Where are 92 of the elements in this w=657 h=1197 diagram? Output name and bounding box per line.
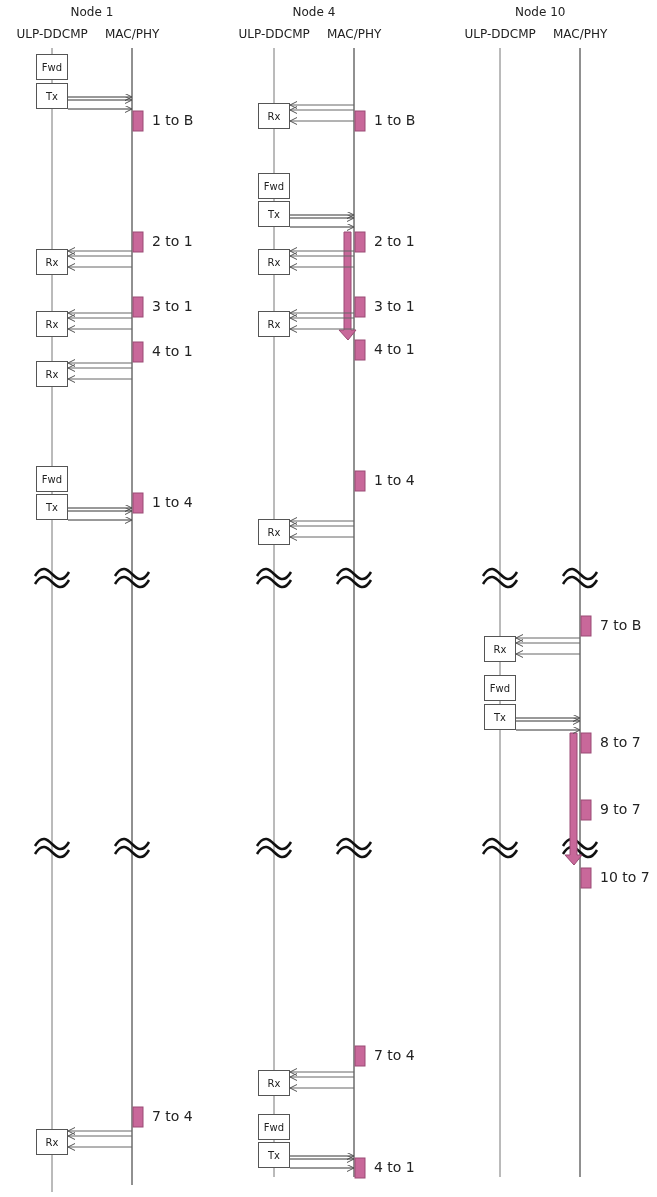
arrow xyxy=(289,101,355,109)
arrow xyxy=(289,1068,355,1076)
frame-label: 1 to B xyxy=(374,112,416,128)
process-box: Rx xyxy=(258,311,290,337)
arrow xyxy=(289,1155,355,1163)
arrow xyxy=(515,650,581,658)
arrow xyxy=(67,1143,133,1151)
process-box: Fwd xyxy=(258,1114,290,1140)
arrow xyxy=(289,522,355,530)
arrow xyxy=(289,223,355,231)
arrow xyxy=(67,1132,133,1140)
process-box: Rx xyxy=(484,636,516,662)
node-heading: Node 1 xyxy=(70,5,114,19)
arrow xyxy=(67,1127,133,1135)
arrow xyxy=(515,714,581,722)
arrow xyxy=(515,634,581,642)
arrow xyxy=(67,309,133,317)
process-box: Tx xyxy=(484,704,516,730)
arrow xyxy=(289,325,355,333)
frame-label: 1 to 4 xyxy=(374,472,415,488)
arrow xyxy=(67,105,133,113)
process-box: Rx xyxy=(258,103,290,129)
arrow xyxy=(289,117,355,125)
process-box: Rx xyxy=(258,1070,290,1096)
arrow xyxy=(67,504,133,512)
frame-label: 4 to 1 xyxy=(152,343,193,359)
lifeline xyxy=(499,47,501,1178)
process-box: Rx xyxy=(36,361,68,387)
arrow xyxy=(289,211,355,219)
arrow xyxy=(289,517,355,525)
arrow xyxy=(67,516,133,524)
process-box: Rx xyxy=(258,519,290,545)
node-heading: Node 4 xyxy=(292,5,336,19)
process-box: Tx xyxy=(36,494,68,520)
frame-label: 7 to 4 xyxy=(152,1108,193,1124)
process-box: Rx xyxy=(258,249,290,275)
arrow xyxy=(289,247,355,255)
arrow xyxy=(67,375,133,383)
arrow xyxy=(289,1152,355,1160)
process-box: Tx xyxy=(36,83,68,109)
arrow xyxy=(289,1073,355,1081)
arrow xyxy=(67,263,133,271)
arrow xyxy=(289,252,355,260)
frame-label: 10 to 7 xyxy=(600,869,650,885)
arrow xyxy=(289,1084,355,1092)
process-box: Rx xyxy=(36,249,68,275)
arrow xyxy=(289,214,355,222)
frame-label: 8 to 7 xyxy=(600,734,641,750)
layer-label: ULP-DDCMP xyxy=(238,27,310,41)
frame-label: 1 to B xyxy=(152,112,194,128)
arrow xyxy=(289,533,355,541)
arrow xyxy=(67,247,133,255)
arrow xyxy=(67,96,133,104)
process-box: Fwd xyxy=(36,466,68,492)
arrow xyxy=(289,1164,355,1172)
arrow xyxy=(67,364,133,372)
frame-label: 3 to 1 xyxy=(152,298,193,314)
process-box: Tx xyxy=(258,1142,290,1168)
process-box: Rx xyxy=(36,1129,68,1155)
arrow xyxy=(67,314,133,322)
frame-label: 2 to 1 xyxy=(374,233,415,249)
frame-label: 4 to 1 xyxy=(374,341,415,357)
process-box: Fwd xyxy=(258,173,290,199)
process-box: Tx xyxy=(258,201,290,227)
arrow xyxy=(67,325,133,333)
layer-label: ULP-DDCMP xyxy=(16,27,88,41)
arrow xyxy=(289,314,355,322)
arrow xyxy=(67,359,133,367)
lifeline xyxy=(579,47,581,1178)
frame-label: 2 to 1 xyxy=(152,233,193,249)
arrow xyxy=(67,93,133,101)
arrow xyxy=(67,252,133,260)
process-box: Fwd xyxy=(36,54,68,80)
process-box: Fwd xyxy=(484,675,516,701)
frame-label: 7 to 4 xyxy=(374,1047,415,1063)
frame-label: 4 to 1 xyxy=(374,1159,415,1175)
process-box: Rx xyxy=(36,311,68,337)
frame-label: 1 to 4 xyxy=(152,494,193,510)
lifeline xyxy=(353,47,355,1178)
frame-label: 3 to 1 xyxy=(374,298,415,314)
arrow xyxy=(67,507,133,515)
frame-label: 9 to 7 xyxy=(600,801,641,817)
layer-label: ULP-DDCMP xyxy=(464,27,536,41)
arrow xyxy=(289,309,355,317)
frame-label: 7 to B xyxy=(600,617,642,633)
node-heading: Node 10 xyxy=(515,5,566,19)
arrow xyxy=(289,106,355,114)
arrow xyxy=(515,717,581,725)
lifeline xyxy=(131,47,133,1186)
arrow xyxy=(515,726,581,734)
arrow xyxy=(515,639,581,647)
arrow xyxy=(289,263,355,271)
